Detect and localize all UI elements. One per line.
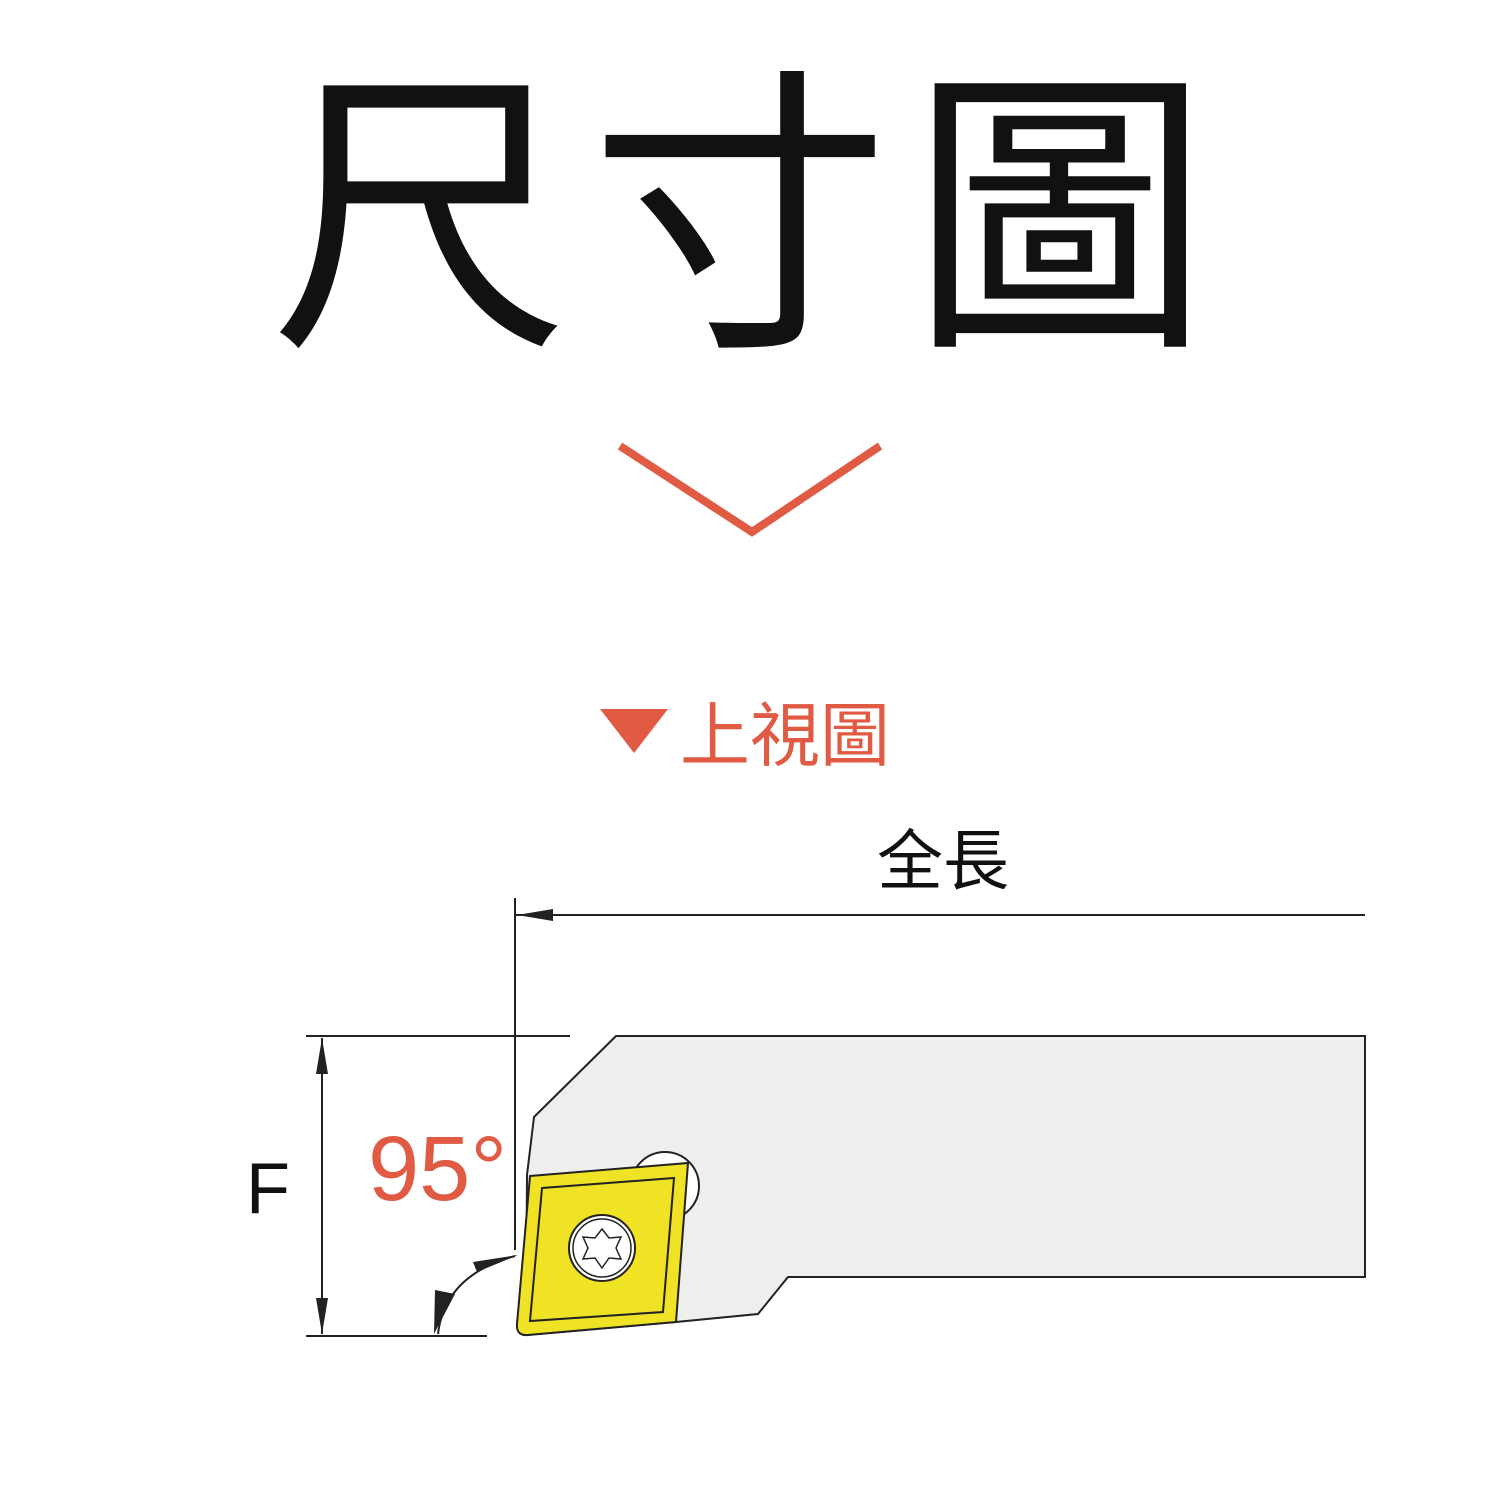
chevron-down-icon bbox=[617, 442, 883, 537]
arrow-head bbox=[316, 1038, 328, 1074]
tool-holder-body bbox=[524, 1035, 1366, 1337]
arrow-head bbox=[517, 909, 553, 921]
arrow-head bbox=[473, 1255, 518, 1272]
angle-label: 95° bbox=[368, 1118, 507, 1220]
page-title: 尺寸圖 bbox=[270, 45, 1230, 394]
section-label: 上視圖 bbox=[680, 695, 890, 777]
section-heading: 上視圖 bbox=[600, 680, 890, 781]
torx-icon bbox=[581, 1227, 623, 1270]
arrow-head bbox=[316, 1298, 328, 1334]
overall-length-label: 全長 bbox=[877, 823, 1009, 900]
insert-inner-edge bbox=[528, 1176, 676, 1323]
arrow-head bbox=[434, 1290, 455, 1334]
height-label: F bbox=[246, 1149, 290, 1229]
triangle-down-icon bbox=[600, 708, 668, 753]
